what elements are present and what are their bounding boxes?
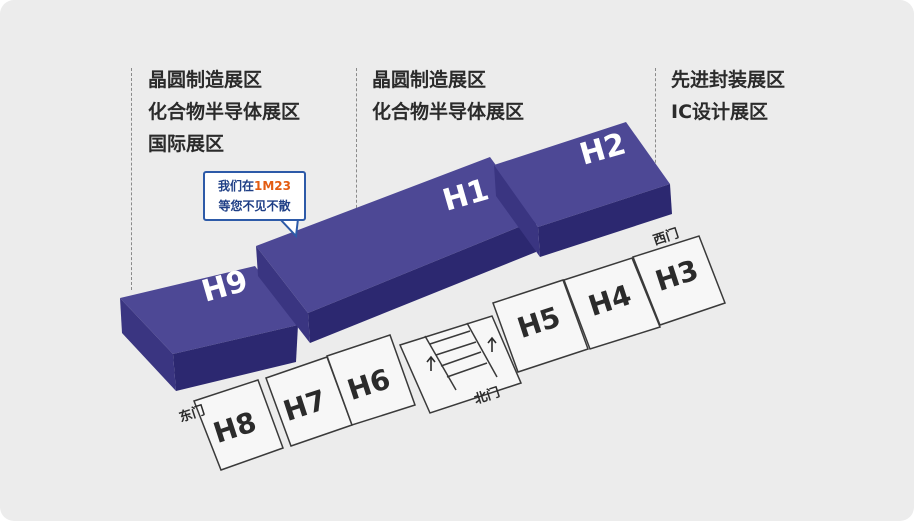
gate-label-east: 东门 [177,402,207,425]
gate-label-west: 西门 [651,225,681,248]
callout-prefix: 我们在 [217,179,254,193]
hall-h2[interactable] [494,122,672,257]
hall-h9[interactable] [120,266,298,391]
booth-number: 1M23 [254,179,291,193]
hall-h8[interactable] [193,379,284,471]
divider-middle [356,68,357,218]
hall-h3[interactable] [632,235,726,326]
divider-right [655,68,656,178]
zone-labels-middle: 晶圆制造展区 化合物半导体展区 [372,64,524,128]
zone-labels-left: 晶圆制造展区 化合物半导体展区 国际展区 [148,64,300,160]
callout-line-2: 等您不见不散 [218,199,291,213]
booth-callout: 我们在1M23 等您不见不散 [203,171,306,221]
hall-h6[interactable] [326,334,416,426]
arrow-up-icon [426,336,497,371]
hall-h1[interactable] [256,157,536,343]
zone-label: 化合物半导体展区 [372,101,525,123]
zone-label: 国际展区 [148,133,225,155]
zone-label: IC设计展区 [671,101,769,123]
zone-labels-right: 先进封装展区 IC设计展区 [671,64,785,128]
gate-label-north: 北门 [472,384,502,407]
zone-label: 化合物半导体展区 [148,101,301,123]
callout-line-1: 我们在1M23 [205,176,304,196]
hall-h4[interactable] [563,257,662,350]
zone-label: 先进封装展区 [671,69,786,91]
hall-h5[interactable] [492,279,589,373]
zone-label: 晶圆制造展区 [148,69,263,91]
divider-left [131,68,132,290]
zone-label: 晶圆制造展区 [372,69,487,91]
